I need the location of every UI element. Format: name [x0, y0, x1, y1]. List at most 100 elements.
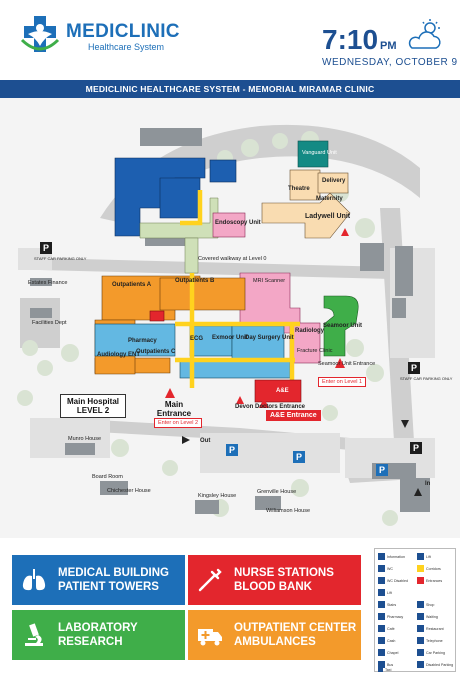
- direction-arrows: [182, 420, 422, 496]
- brand: MEDICLINIC Healthcare System: [66, 22, 180, 53]
- label-maternity: Maternity: [316, 196, 343, 202]
- legend-laboratory-line2: RESEARCH: [58, 636, 123, 648]
- key-item: Corridors: [417, 565, 441, 572]
- parking-sign-staff-east: P: [408, 362, 420, 374]
- label-out: Out: [200, 438, 211, 444]
- label-williamson: Williamson House: [266, 508, 311, 514]
- key-item: Information: [378, 553, 405, 560]
- disabled-parking-icon: [417, 661, 424, 668]
- label-seamoor: Seamoor Unit: [323, 323, 363, 329]
- label-ae: A&E: [276, 388, 289, 394]
- ladywell-complex: [261, 169, 351, 239]
- staff-parking-west: STAFF CAR PARKING ONLY: [34, 256, 87, 261]
- label-pharmacy: Pharmacy: [128, 338, 157, 344]
- label-ecg: ECG: [190, 336, 204, 342]
- key-item: Pharmacy: [378, 613, 403, 620]
- key-item: Shop: [417, 601, 434, 608]
- key-item: Waiting: [417, 613, 438, 620]
- legend-tile-nurse[interactable]: NURSE STATIONS BLOOD BANK: [188, 555, 361, 605]
- label-fracture-clinic: Fracture Clinic: [297, 348, 333, 354]
- patient-towers: [114, 157, 237, 237]
- cash-icon: [378, 637, 385, 644]
- key-item: Chapel: [378, 649, 398, 656]
- bus-icon: [378, 661, 385, 668]
- legend-tile-laboratory[interactable]: LABORATORY RESEARCH: [12, 610, 185, 660]
- key-item: Lift: [378, 589, 392, 596]
- telephone-icon: [417, 637, 424, 644]
- ae-entrance-badge: A&E Entrance: [266, 410, 321, 421]
- key-item: Bus: [378, 661, 393, 668]
- label-exmoor: Exmoor Unit: [212, 335, 248, 341]
- wc-icon: [378, 565, 385, 572]
- label-seamoor-entrance: Seamoor Unit Entrance: [318, 361, 376, 367]
- label-endoscopy: Endoscopy Unit: [215, 220, 261, 226]
- parking-sign-staff-west: P: [40, 242, 52, 254]
- vanguard-building: [297, 140, 329, 168]
- label-chichester: Chichester House: [107, 488, 151, 494]
- main-entrance-label: Main Entrance: [156, 400, 192, 418]
- ambulance-icon: [198, 629, 222, 646]
- legend-tile-outpatient[interactable]: OUTPATIENT CENTER AMBULANCES: [188, 610, 361, 660]
- key-item: Telephone: [417, 637, 443, 644]
- label-theatre: Theatre: [288, 186, 310, 192]
- parking-sign-visitor-3: P: [376, 464, 388, 476]
- label-facilities: Facilities Dept: [32, 320, 67, 326]
- legend-tile-medical[interactable]: MEDICAL BUILDING PATIENT TOWERS: [12, 555, 185, 605]
- label-outpatients-b: Outpatients B: [175, 278, 215, 284]
- key-item: Entrances: [417, 577, 442, 584]
- ae-building: [149, 310, 302, 403]
- label-delivery: Delivery: [322, 178, 346, 184]
- label-outpatients-a: Outpatients A: [112, 282, 152, 288]
- key-item: Cash: [378, 637, 395, 644]
- cloud-moon-icon: [408, 19, 441, 49]
- legend: MEDICAL BUILDING PATIENT TOWERS NURSE ST…: [0, 540, 460, 677]
- key-item: Taxi: [378, 667, 391, 672]
- campus-map[interactable]: Vanguard Unit Theatre Delivery Maternity…: [0, 98, 460, 538]
- shop-icon: [417, 601, 424, 608]
- car-parking-icon: [417, 649, 424, 656]
- legend-outpatient-line1: OUTPATIENT CENTER: [234, 622, 357, 634]
- label-outpatients-c: Outpatients C: [136, 349, 176, 355]
- label-grenville: Grenville House: [257, 489, 297, 495]
- label-covered-walkway: Covered walkway at Level 0: [198, 256, 267, 262]
- legend-nurse-line2: BLOOD BANK: [234, 581, 312, 593]
- waiting-icon: [417, 613, 424, 620]
- corridors: [175, 190, 300, 388]
- key-item: Café: [378, 625, 395, 632]
- wc-disabled-icon: [378, 577, 385, 584]
- label-estates: Estates Finance: [28, 280, 68, 286]
- legend-medical-line2: PATIENT TOWERS: [58, 581, 159, 593]
- label-ladywell: Ladywell Unit: [305, 213, 351, 220]
- label-in: In: [425, 481, 431, 487]
- label-radiology: Radiology: [295, 328, 325, 334]
- brand-name: MEDICLINIC: [66, 21, 180, 42]
- key-item: WC: [378, 565, 393, 572]
- key-item: Lift: [417, 553, 431, 560]
- title-bar: MEDICLINIC HEALTHCARE SYSTEM - MEMORIAL …: [0, 80, 460, 98]
- label-munro: Munro House: [68, 436, 102, 442]
- lift-icon: [417, 553, 424, 560]
- endoscopy-building: [212, 212, 321, 364]
- stairs-icon: [378, 601, 385, 608]
- key-item: Disabled Parking: [417, 661, 453, 668]
- parking-sign-staff-south: P: [410, 442, 422, 454]
- lift-icon: [378, 589, 385, 596]
- clock-time: 7:10: [322, 24, 379, 55]
- label-devon-doctors: Devon Doctors Entrance: [235, 404, 306, 410]
- syringe-icon: [198, 568, 222, 592]
- parking-sign-visitor-2: P: [293, 451, 305, 463]
- label-day-surgery: Day Surgery Unit: [245, 335, 294, 341]
- mediclinic-logo-icon: [20, 16, 60, 52]
- seamoor-enter-note: Enter on Level 1: [318, 377, 367, 387]
- legend-nurse-line1: NURSE STATIONS: [234, 567, 334, 579]
- label-vanguard: Vanguard Unit: [302, 150, 337, 156]
- legend-laboratory-line1: LABORATORY: [58, 622, 138, 634]
- entrances-icon: [417, 577, 424, 584]
- seamoor-building: [323, 295, 359, 357]
- key-item: Stairs: [378, 601, 396, 608]
- parking-sign-visitor-1: P: [226, 444, 238, 456]
- outpatients-building: [94, 275, 246, 375]
- chapel-icon: [378, 649, 385, 656]
